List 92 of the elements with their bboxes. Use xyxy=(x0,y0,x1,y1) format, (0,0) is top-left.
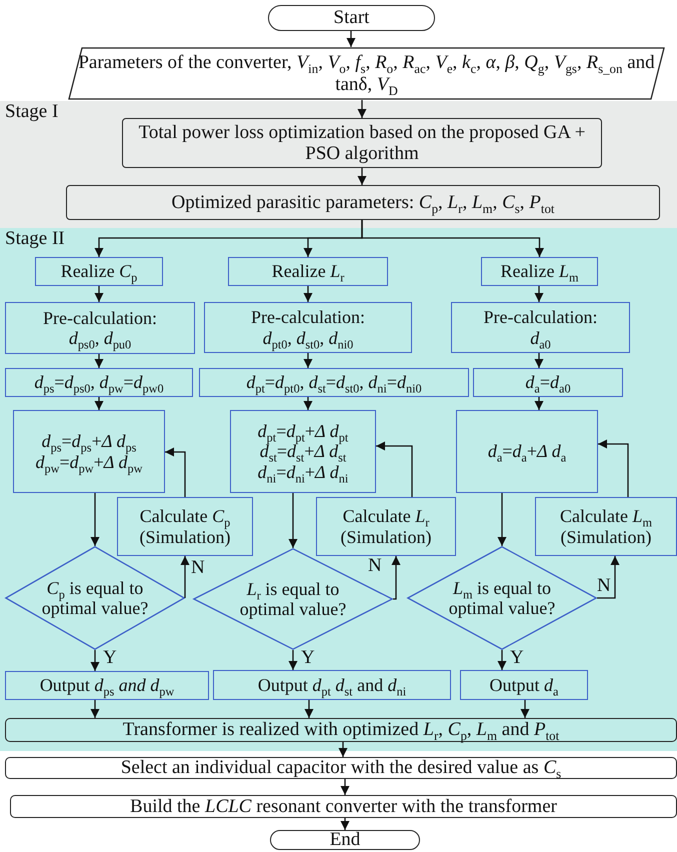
process-box xyxy=(481,257,598,286)
process-box xyxy=(213,670,451,700)
process-box xyxy=(199,368,469,397)
arrow xyxy=(90,493,100,546)
node-text: Calculate C$_{p}$ (Simulation) xyxy=(138,506,232,547)
arrow xyxy=(94,286,104,302)
process-box xyxy=(473,368,623,397)
arrow xyxy=(340,779,350,795)
node-text: Calculate L$_{r}$ (Simulation) xyxy=(340,506,432,547)
terminal xyxy=(268,5,435,31)
node-text: Pre-calculation: xyxy=(43,308,157,328)
arrow xyxy=(94,354,104,368)
process-box xyxy=(204,302,412,353)
process-box xyxy=(230,410,376,493)
process-box xyxy=(456,410,598,493)
decision-diamond xyxy=(5,546,185,650)
process-box xyxy=(10,795,677,818)
process-box xyxy=(5,757,677,779)
node-text: Realize L$_{r}$ xyxy=(272,261,344,282)
decision-diamond xyxy=(193,548,393,650)
process-box xyxy=(122,118,602,168)
arrow xyxy=(304,397,312,410)
node-text: Optimized parasitic parameters: C$_{p}$, L$_{r}$, L$_{m}$, C$_{s}$, P$_{tot}$ xyxy=(171,192,555,214)
process-box xyxy=(5,302,195,354)
node-text: End xyxy=(330,829,360,851)
process-box xyxy=(117,497,253,556)
arrow xyxy=(340,818,350,830)
process-box xyxy=(5,368,193,397)
node-text: L$_{r}$ is equal to optimal value? xyxy=(238,578,348,620)
arrow xyxy=(498,493,506,546)
arrow xyxy=(304,353,312,368)
stage-heading: Stage I xyxy=(5,101,58,122)
process-box xyxy=(228,257,388,286)
arrow xyxy=(358,168,366,185)
node-text: Start xyxy=(334,7,370,29)
node-text: Select an individual capacitor with the desired value as C$_{s}$ xyxy=(120,757,562,779)
node-text: d$_{pt}$=d$_{pt0}$, d$_{st}$=d$_{st0}$, d$_{ni}$=d$_{ni0}$ xyxy=(246,372,422,393)
stage-heading: Stage II xyxy=(5,228,65,250)
node-text: Parameters of the converter, V$_{in}$, V$_{o}$, f$_{s}$, R$_{o}$, R$_{ac}$, V$_{e}$, k$_{c}$, α, β, Q$_{g}$, V$_{gs}$, R$_{s_on}$ and tanδ, V$_{D}$ xyxy=(77,52,656,95)
arrow xyxy=(94,397,104,410)
node-text: Realize C$_{p}$ xyxy=(60,261,138,282)
arrow xyxy=(288,493,298,548)
process-box xyxy=(451,302,630,353)
node-text: L$_{m}$ is equal to optimal value? xyxy=(448,578,556,618)
arrow xyxy=(288,650,298,670)
node-text: d$_{a0}$ xyxy=(530,328,551,348)
process-box xyxy=(316,497,456,556)
arrow xyxy=(534,397,544,410)
arrow xyxy=(90,700,100,718)
arrow xyxy=(361,220,544,257)
process-box xyxy=(5,671,209,700)
node-text: Realize L$_{m}$ xyxy=(500,261,578,282)
node-text: Transformer is realized with optimized L$_{r}$, C$_{p}$, L$_{m}$ and P$_{tot}$ xyxy=(122,719,560,741)
process-box xyxy=(66,185,660,220)
arrow xyxy=(598,440,629,497)
terminal xyxy=(270,830,420,850)
stage-band xyxy=(0,101,677,228)
process-box xyxy=(535,497,677,556)
arrow xyxy=(534,286,544,302)
arrow xyxy=(338,742,348,757)
stage-band xyxy=(0,228,677,751)
process-box xyxy=(35,257,163,286)
arrow xyxy=(304,286,312,302)
arrow xyxy=(165,448,186,497)
arrow xyxy=(358,100,366,118)
node-text: Build the LCLC resonant converter with the transformer xyxy=(130,796,557,818)
node-text: d$_{a}$=d$_{a0}$ xyxy=(525,372,571,393)
node-text: d$_{ni}$=d$_{ni}$+Δ d$_{ni}$ xyxy=(258,462,348,482)
arrow xyxy=(90,650,100,671)
node-text: Calculate L$_{m}$ (Simulation) xyxy=(558,506,653,547)
arrow xyxy=(392,556,400,600)
node-text: Output d$_{a}$ xyxy=(490,674,558,696)
arrow xyxy=(498,650,506,670)
node-text: Pre-calculation: xyxy=(484,307,598,328)
arrow xyxy=(376,442,413,497)
arrow xyxy=(534,353,544,368)
arrow xyxy=(520,700,530,718)
node-text: d$_{a}$=d$_{a}$+Δ d$_{a}$ xyxy=(488,441,566,462)
arrow xyxy=(180,556,190,599)
process-box xyxy=(5,718,677,742)
process-box xyxy=(13,410,165,493)
decision-diamond xyxy=(407,546,597,650)
process-box xyxy=(460,670,588,700)
arrow xyxy=(346,31,356,47)
arrow xyxy=(597,556,620,599)
node-text: d$_{ps}$=d$_{ps0}$, d$_{pw}$=d$_{pw0}$ xyxy=(34,372,164,393)
node-text: Total power loss optimization based on the proposed GA + PSO algorithm xyxy=(138,122,586,164)
node-text: C$_{p}$ is equal to optimal value? xyxy=(40,578,150,618)
arrow xyxy=(304,700,314,718)
node-text: Output d$_{ps}$ and d$_{pw}$ xyxy=(40,675,174,696)
input-parallelogram xyxy=(68,47,665,100)
node-text: Pre-calculation: xyxy=(251,307,365,328)
